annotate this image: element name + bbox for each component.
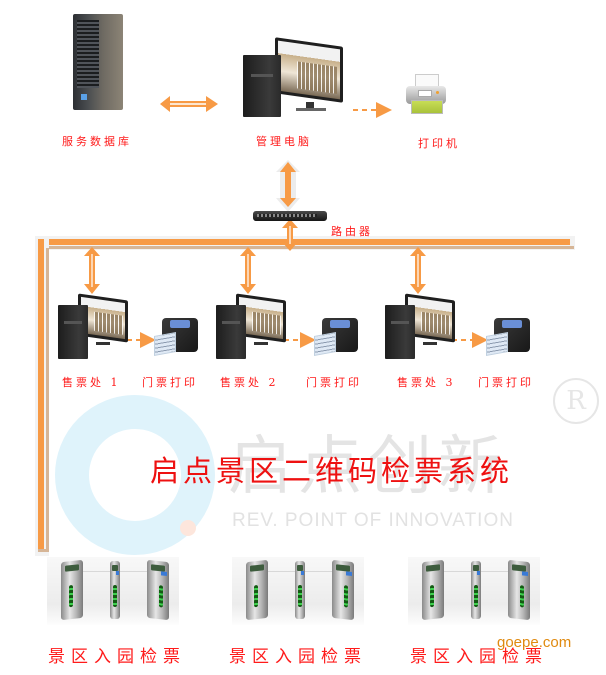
arrow-bus-office-3 [410, 247, 426, 294]
bus-shadow-horizontal [48, 246, 574, 249]
arrow-bus-office-1 [84, 247, 100, 294]
label-printer: 打印机 [418, 137, 460, 150]
bus-shadow-vertical [46, 248, 49, 551]
arrow-db-mgmt [160, 96, 218, 112]
printer-icon [404, 74, 448, 118]
site-watermark: goepe.com [497, 634, 572, 651]
label-database-server: 服务数据库 [62, 135, 132, 148]
turnstile-gate-1-icon [47, 557, 179, 625]
watermark-brand-cn: 启点创新 [228, 430, 508, 504]
label-ticket-printer-3: 门票打印 [478, 376, 534, 389]
network-bus-vertical [38, 239, 44, 549]
ticket-printer-1-icon [152, 316, 200, 358]
label-gate-2: 景区入园检票 [229, 647, 367, 667]
turnstile-gate-3-icon [408, 557, 540, 625]
label-ticket-printer-1: 门票打印 [142, 376, 198, 389]
ticket-printer-2-icon [312, 316, 360, 358]
label-ticket-office-1: 售票处 1 [62, 376, 121, 389]
label-ticket-office-2: 售票处 2 [220, 376, 279, 389]
diagram-title: 启点景区二维码检票系统 [150, 454, 514, 488]
ticket-printer-3-icon [484, 316, 532, 358]
watermark-brand-en: REV. POINT OF INNOVATION [232, 510, 514, 531]
arrow-bus-office-2 [240, 247, 256, 294]
bus-shadow-end [38, 549, 49, 552]
network-bus-horizontal [38, 239, 570, 245]
label-gate-3: 景区入园检票 [410, 647, 548, 667]
label-ticket-office-3: 售票处 3 [397, 376, 456, 389]
arrow-router-bus [282, 219, 298, 251]
label-ticket-printer-2: 门票打印 [306, 376, 362, 389]
turnstile-gate-2-icon [232, 557, 364, 625]
registered-mark-icon: R [553, 378, 599, 424]
arrow-mgmt-router [276, 160, 300, 212]
label-management-pc: 管理电脑 [256, 135, 312, 148]
label-router: 路由器 [331, 225, 373, 238]
label-gate-1: 景区入园检票 [48, 647, 186, 667]
watermark-logo-dot [180, 520, 196, 536]
router-icon [253, 211, 327, 221]
database-server-icon [73, 14, 123, 110]
